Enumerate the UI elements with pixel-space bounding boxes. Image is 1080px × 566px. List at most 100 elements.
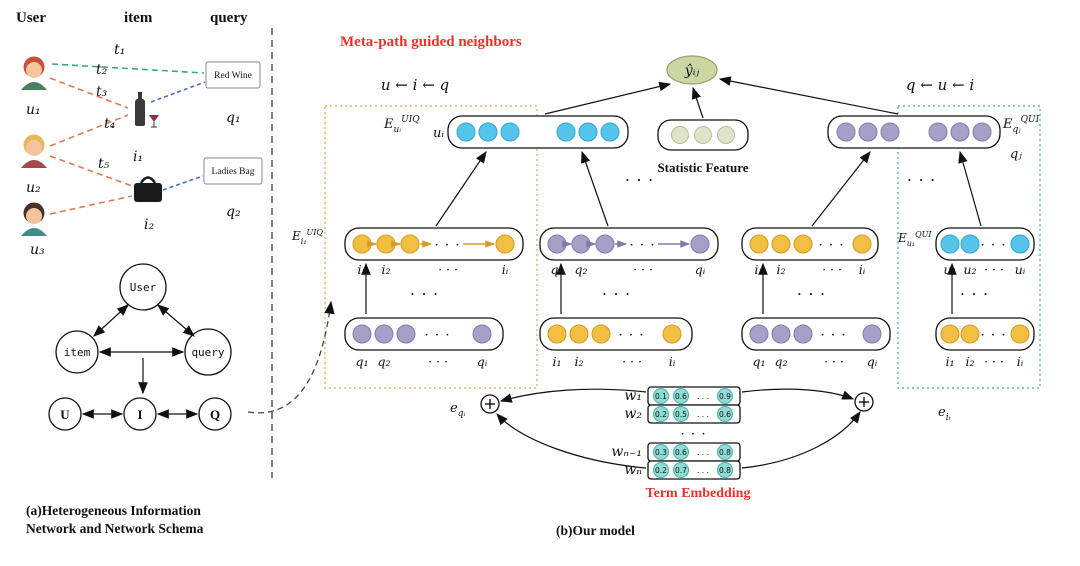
term-row4-v2: 0.8 xyxy=(719,466,731,475)
mid4-lbl-3: uᵢ xyxy=(1015,262,1026,277)
item2-label: i₂ xyxy=(144,217,154,233)
column-header-item: item xyxy=(124,10,153,26)
schema-to-model-arrow xyxy=(247,300,335,414)
bot3-lbl-1: q₂ xyxy=(774,354,787,369)
statistic-feature-label: Statistic Feature xyxy=(657,160,748,175)
bot1-lbl-3: qᵢ xyxy=(477,354,488,369)
mid4-inner-dots: · · · xyxy=(981,239,1008,251)
mid1-inner-dots: · · · xyxy=(435,239,462,251)
network-node-i xyxy=(123,397,157,431)
term-row1-v1: 0.6 xyxy=(675,392,687,401)
arrow-mid3-topright xyxy=(811,151,871,227)
caption-a-line1: (a)Heterogeneous Information xyxy=(26,503,201,518)
term-row2-dots: . . . xyxy=(697,410,709,419)
schema-node-item-label: item xyxy=(64,346,91,359)
agg-embedding-label-left: eqᵢ xyxy=(450,401,465,419)
bot2-lbl-0: i₁ xyxy=(552,354,561,369)
query2-label: q₂ xyxy=(226,204,241,220)
bot2-lbl-2: · · · xyxy=(622,354,642,369)
network-node-u-label: U xyxy=(60,407,70,422)
mid1-lbl-3: iᵢ xyxy=(502,262,509,277)
bag-icon xyxy=(134,176,162,202)
network-schema: User item query xyxy=(55,263,232,395)
embedding-label-top-right: EqⱼQUI xyxy=(1002,115,1040,135)
bot3-lbl-0: q₁ xyxy=(752,354,765,369)
mid1-lbl-1: i₂ xyxy=(381,262,390,277)
term-row1-v0: 0.1 xyxy=(655,392,667,401)
term-row1-label: w₁ xyxy=(624,388,642,404)
bot4-inner-dots: · · · xyxy=(981,329,1008,341)
term-row4-vector: . . . 0.2 0.7 0.8 xyxy=(647,460,741,480)
mid3-lbl-1: i₂ xyxy=(776,262,785,277)
statistic-feature-box xyxy=(657,119,749,151)
user1-label: u₁ xyxy=(26,102,41,118)
column-header-query: query xyxy=(210,10,248,26)
edge-i1-q1 xyxy=(150,81,206,103)
metapath-right-label: q ← u ← i xyxy=(906,76,974,94)
mid-box-items-uiq: · · · xyxy=(344,227,524,261)
term-row2-label: w₂ xyxy=(624,406,642,422)
bot3-lbl-3: qᵢ xyxy=(867,354,878,369)
mid3-lbl-3: iᵢ xyxy=(859,262,866,277)
relation-edges xyxy=(49,63,206,215)
caption-b: (b)Our model xyxy=(556,523,635,538)
agg-embedding-label-right: eiₜ xyxy=(938,405,952,423)
edge-label-t2: t₂ xyxy=(96,62,108,78)
metapath-region-uiq xyxy=(324,105,538,389)
term-row2-vector: . . . 0.2 0.5 0.6 xyxy=(647,404,741,424)
term-row1-vector: . . . 0.1 0.6 0.9 xyxy=(647,386,741,406)
embedding-label-top-left: EuᵢUIQ xyxy=(383,115,420,135)
item1-label: i₁ xyxy=(133,149,143,165)
mid2-lbl-2: · · · xyxy=(633,262,653,277)
user2-avatar xyxy=(21,134,47,168)
dots-mid-4: · · · xyxy=(960,286,990,301)
bot1-lbl-2: · · · xyxy=(428,354,448,369)
bot4-lbl-3: iᵢ xyxy=(1017,354,1024,369)
mid-box-users-qui: · · · xyxy=(935,227,1035,261)
edge-label-t1: t₁ xyxy=(114,42,125,58)
mid3-lbl-2: · · · xyxy=(822,262,842,277)
term-row2-v0: 0.2 xyxy=(655,410,667,419)
query1-label: q₁ xyxy=(226,110,241,126)
term-row3-v0: 0.3 xyxy=(655,448,667,457)
term-row1-dots: . . . xyxy=(697,392,709,401)
term-rows-dots: · · · xyxy=(681,428,708,440)
schema-edge-user-item xyxy=(93,304,129,337)
mid2-lbl-3: qᵢ xyxy=(695,262,706,277)
query2-text: Ladies Bag xyxy=(211,167,254,177)
arrow-w1-sumleft xyxy=(499,388,647,403)
metapath-region-qui xyxy=(897,105,1041,389)
wine-bottle-icon xyxy=(135,92,159,128)
bottom-box-items-2: · · · xyxy=(935,317,1035,351)
bot3-lbl-2: · · · xyxy=(824,354,844,369)
mid4-lbl-1: u₂ xyxy=(963,262,976,277)
bot1-inner-dots: · · · xyxy=(425,329,452,341)
term-row3-v2: 0.8 xyxy=(719,448,731,457)
network-node-u xyxy=(48,397,82,431)
schema-node-query-label: query xyxy=(191,346,224,359)
dots-mid-2: · · · xyxy=(602,286,632,301)
arrow-wn-sumleft xyxy=(496,413,647,469)
bot2-lbl-1: i₂ xyxy=(574,354,583,369)
arrow-mid2-topleft xyxy=(581,150,609,227)
uiq-network: U I Q xyxy=(48,397,232,431)
mid4-lbl-2: · · · xyxy=(984,262,1004,277)
bot2-lbl-3: iᵢ xyxy=(669,354,676,369)
dots-top-right: · · · xyxy=(907,172,937,187)
mid1-lbl-0: i₁ xyxy=(357,262,366,277)
edge-u2-i2 xyxy=(49,155,133,187)
mid1-lbl-2: · · · xyxy=(438,262,458,277)
term-embedding-title: Term Embedding xyxy=(646,486,751,501)
edge-label-t4: t₄ xyxy=(104,116,116,132)
bottom-box-queries-2: · · · xyxy=(741,317,891,351)
user1-avatar xyxy=(21,56,47,90)
query1-box: Red Wine xyxy=(205,61,261,89)
schema-node-user-label: User xyxy=(130,281,157,294)
embedding-var-top-right: qⱼ xyxy=(1010,147,1022,162)
embedding-label-mid-right: Eu₁QUI xyxy=(897,230,932,248)
dots-mid-1: · · · xyxy=(410,286,440,301)
term-row4-dots: . . . xyxy=(697,466,709,475)
model-panel: Meta-path guided neighbors ŷᵢⱼ u ← i ← q… xyxy=(247,34,1041,538)
term-row2-v2: 0.6 xyxy=(719,410,731,419)
arrow-statistic-prediction xyxy=(691,86,704,119)
